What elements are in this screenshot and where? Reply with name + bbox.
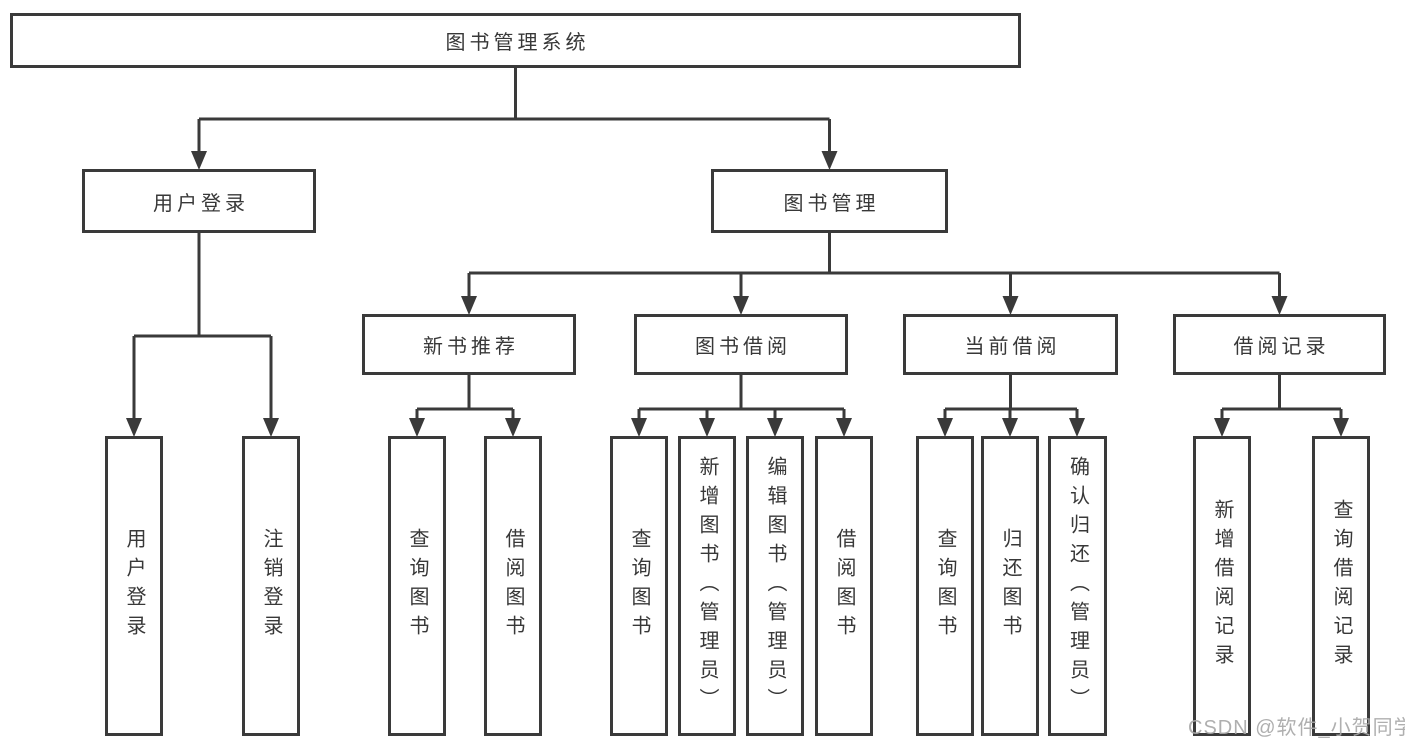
leaf-query-books-borrowing: 查询图书 <box>610 436 668 736</box>
node-user-login: 用户登录 <box>82 169 316 233</box>
leaf-user-login: 用户登录 <box>105 436 163 736</box>
leaf-add-books-admin: 新增图书（管理员） <box>678 436 736 736</box>
leaf-borrow-books-recommendation: 借阅图书 <box>484 436 542 736</box>
node-book-management: 图书管理 <box>711 169 948 233</box>
node-borrowing-records: 借阅记录 <box>1173 314 1386 375</box>
leaf-query-books-current: 查询图书 <box>916 436 974 736</box>
node-root-library-management-system: 图书管理系统 <box>10 13 1021 68</box>
leaf-query-borrow-record: 查询借阅记录 <box>1312 436 1370 736</box>
node-current-borrowing: 当前借阅 <box>903 314 1118 375</box>
leaf-query-books-recommendation: 查询图书 <box>388 436 446 736</box>
leaf-confirm-return-admin: 确认归还（管理员） <box>1048 436 1107 736</box>
leaf-add-borrow-record: 新增借阅记录 <box>1193 436 1251 736</box>
leaf-borrow-books: 借阅图书 <box>815 436 873 736</box>
arrowhead-icons <box>126 151 1349 437</box>
leaf-return-books: 归还图书 <box>981 436 1039 736</box>
connector-paths <box>132 68 1343 419</box>
node-book-borrowing: 图书借阅 <box>634 314 848 375</box>
csdn-watermark: CSDN @软件_小贺同学 <box>1188 717 1405 739</box>
node-new-book-recommendation: 新书推荐 <box>362 314 576 375</box>
leaf-edit-books-admin: 编辑图书（管理员） <box>746 436 804 736</box>
leaf-logout: 注销登录 <box>242 436 300 736</box>
